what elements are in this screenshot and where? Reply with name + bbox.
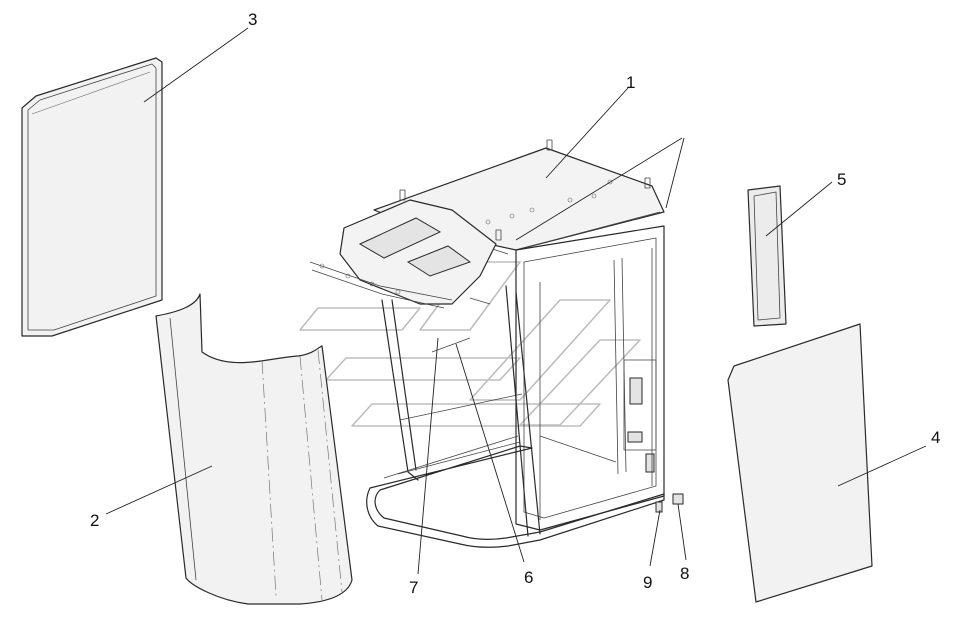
leader-lines <box>105 27 927 575</box>
callout-1: 1 <box>626 73 635 92</box>
callout-labels: 1 2 3 4 5 6 7 8 9 <box>90 10 940 597</box>
part-4-flat-side-glass <box>727 323 873 603</box>
part-8-clip <box>672 493 684 505</box>
callout-2: 2 <box>90 511 99 530</box>
part-2-curved-side-glass <box>155 293 353 605</box>
callout-5: 5 <box>837 170 846 189</box>
callout-6: 6 <box>524 568 533 587</box>
callout-8: 8 <box>680 564 689 583</box>
callout-9: 9 <box>643 573 652 592</box>
part-5-small-window <box>747 185 787 327</box>
callout-7: 7 <box>409 578 418 597</box>
part-3-rear-glass <box>21 57 163 337</box>
part-1-cab-frame <box>309 139 665 548</box>
callout-3: 3 <box>248 10 257 29</box>
callout-4: 4 <box>931 428 940 447</box>
part-9-grommet <box>655 501 663 513</box>
